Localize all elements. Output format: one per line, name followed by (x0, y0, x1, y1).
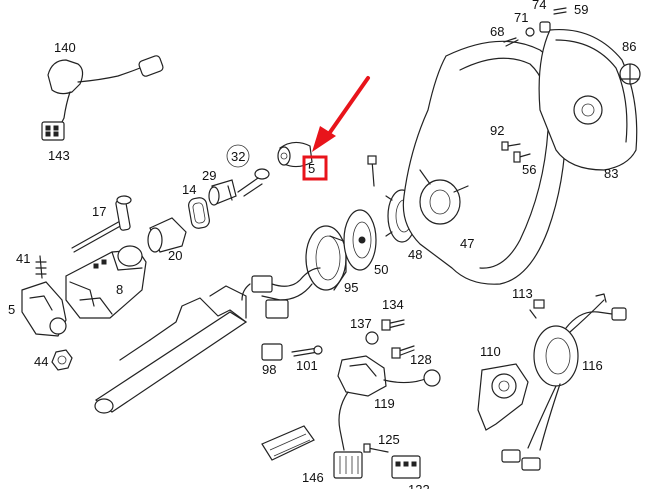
callout-134: 134 (382, 297, 404, 312)
callout-101: 101 (296, 358, 318, 373)
callout-116: 116 (582, 358, 603, 373)
parts-68-74-screws (503, 7, 567, 47)
part-32-keys (237, 168, 270, 197)
arrow-shaft (324, 76, 370, 140)
part-113-bolt (529, 299, 545, 319)
parts-92-56-screws (501, 141, 531, 163)
callout-119: 119 (374, 396, 395, 411)
callout-44: 44 (34, 354, 48, 369)
callout-110: 110 (480, 344, 501, 359)
part-119-switch (337, 355, 441, 451)
part-bolt-small (367, 155, 377, 187)
part-cylinder-sleeve (277, 141, 313, 168)
parts-98-101 (261, 343, 323, 361)
callout-98: 98 (262, 362, 276, 377)
part-140-switch (41, 55, 164, 141)
callout-59: 59 (574, 2, 588, 17)
callout-95: 95 (344, 280, 358, 295)
part-17-rod (71, 195, 132, 253)
highlight-box (302, 155, 328, 181)
callout-71: 71 (514, 10, 528, 25)
callout-122: 122 (408, 482, 430, 489)
highlight-label: 5 (308, 161, 315, 176)
callout-92: 92 (490, 123, 504, 138)
part-50-disc (343, 209, 377, 271)
callout-86: 86 (622, 39, 636, 54)
callout-47: 47 (460, 236, 474, 251)
callout-146: 146 (302, 470, 324, 485)
callout-143: 143 (48, 148, 70, 163)
part-29-lock-cylinder (208, 179, 237, 206)
part-146-connector (261, 425, 363, 479)
part-47-steering-wheel (402, 40, 567, 285)
callout-50: 50 (374, 262, 388, 277)
callout-5: 5 (8, 302, 15, 317)
callout-14: 14 (182, 182, 196, 197)
part-41-bolt (35, 255, 47, 279)
part-110-bracket (477, 363, 529, 431)
callout-32-circle (226, 144, 250, 168)
part-20-cylinder (147, 217, 187, 253)
part-8-housing (65, 245, 147, 319)
part-14-ring (188, 197, 210, 229)
callout-48: 48 (408, 247, 422, 262)
callout-83: 83 (604, 166, 618, 181)
callout-113: 113 (512, 286, 533, 301)
part-95-connectors (241, 267, 321, 319)
highlight-annotation: 5 (302, 76, 370, 181)
part-83-pad (538, 28, 638, 171)
callout-8: 8 (116, 282, 123, 297)
callout-17: 17 (92, 204, 106, 219)
callout-128: 128 (410, 352, 432, 367)
parts-128-137-bolts (365, 319, 415, 359)
part-44-nut (51, 349, 73, 371)
callout-125: 125 (378, 432, 400, 447)
part-steering-column (94, 285, 248, 414)
callout-labels: 140 143 17 14 29 32 5 41 8 20 44 98 101 … (8, 0, 636, 489)
arrow-head (312, 126, 336, 152)
callout-20: 20 (168, 248, 182, 263)
callout-41: 41 (16, 251, 30, 266)
callout-29: 29 (202, 168, 216, 183)
parts-122-125 (363, 443, 421, 479)
part-86-emblem (619, 63, 641, 85)
callout-74: 74 (532, 0, 546, 12)
part-116-clockspring (501, 293, 627, 471)
callout-140: 140 (54, 40, 76, 55)
callout-137: 137 (350, 316, 372, 331)
part-95-clockspring (261, 225, 347, 301)
part-5-bracket (21, 281, 67, 337)
callout-56: 56 (522, 162, 536, 177)
callout-68: 68 (490, 24, 504, 39)
callout-32: 32 (231, 149, 245, 164)
